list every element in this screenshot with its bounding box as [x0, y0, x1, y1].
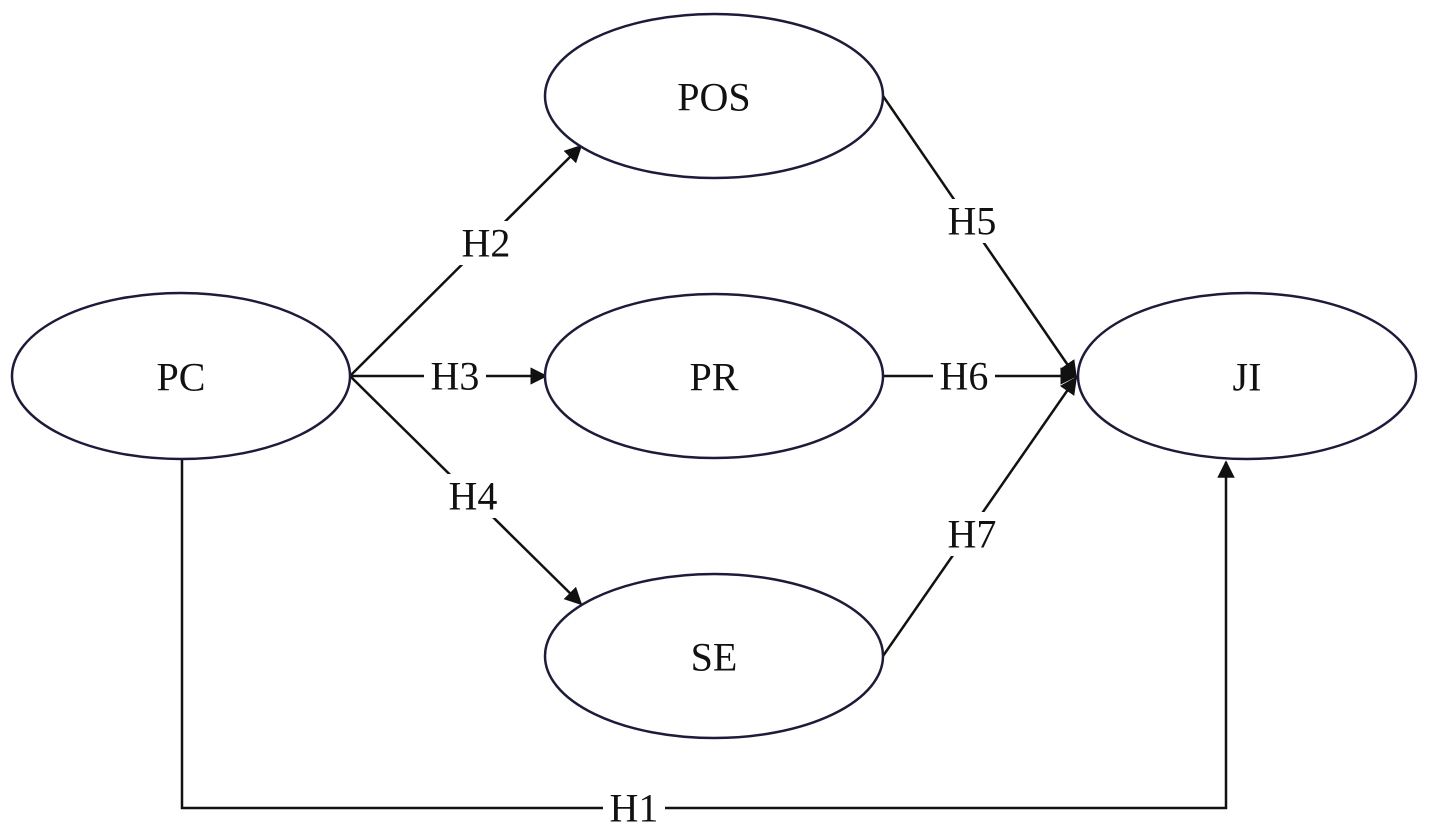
- edge-label-h7: H7: [941, 512, 1003, 557]
- node-pc: PC: [10, 291, 352, 461]
- node-pc-label: PC: [157, 355, 206, 400]
- node-ji: JI: [1076, 291, 1418, 461]
- edge-label-h5-text: H5: [948, 199, 997, 244]
- edge-label-h1: H1: [603, 786, 665, 831]
- edge-label-h4-text: H4: [449, 474, 498, 519]
- node-pr-label: PR: [690, 355, 739, 400]
- node-pc-ellipse: [10, 291, 352, 461]
- edge-h1: [180, 460, 1235, 810]
- edge-label-h2-text: H2: [462, 221, 511, 266]
- node-se: SE: [543, 572, 885, 740]
- edge-label-h3: H3: [424, 354, 486, 399]
- edge-label-h3-text: H3: [431, 354, 480, 399]
- edge-label-h6: H6: [933, 354, 995, 399]
- node-pr-ellipse: [543, 292, 885, 460]
- edge-label-h4: H4: [442, 474, 504, 519]
- node-pos-label: POS: [677, 75, 750, 120]
- node-se-label: SE: [691, 635, 738, 680]
- edge-label-h7-text: H7: [948, 512, 997, 557]
- node-ji-label: JI: [1233, 355, 1262, 400]
- edge-label-h2: H2: [455, 221, 517, 266]
- node-se-ellipse: [543, 572, 885, 740]
- node-pr: PR: [543, 292, 885, 460]
- edge-label-h5: H5: [941, 199, 1003, 244]
- node-pos: POS: [543, 12, 885, 180]
- edge-label-h1-text: H1: [610, 786, 659, 831]
- edge-label-h6-text: H6: [940, 354, 989, 399]
- node-pos-ellipse: [543, 12, 885, 180]
- node-ji-ellipse: [1076, 291, 1418, 461]
